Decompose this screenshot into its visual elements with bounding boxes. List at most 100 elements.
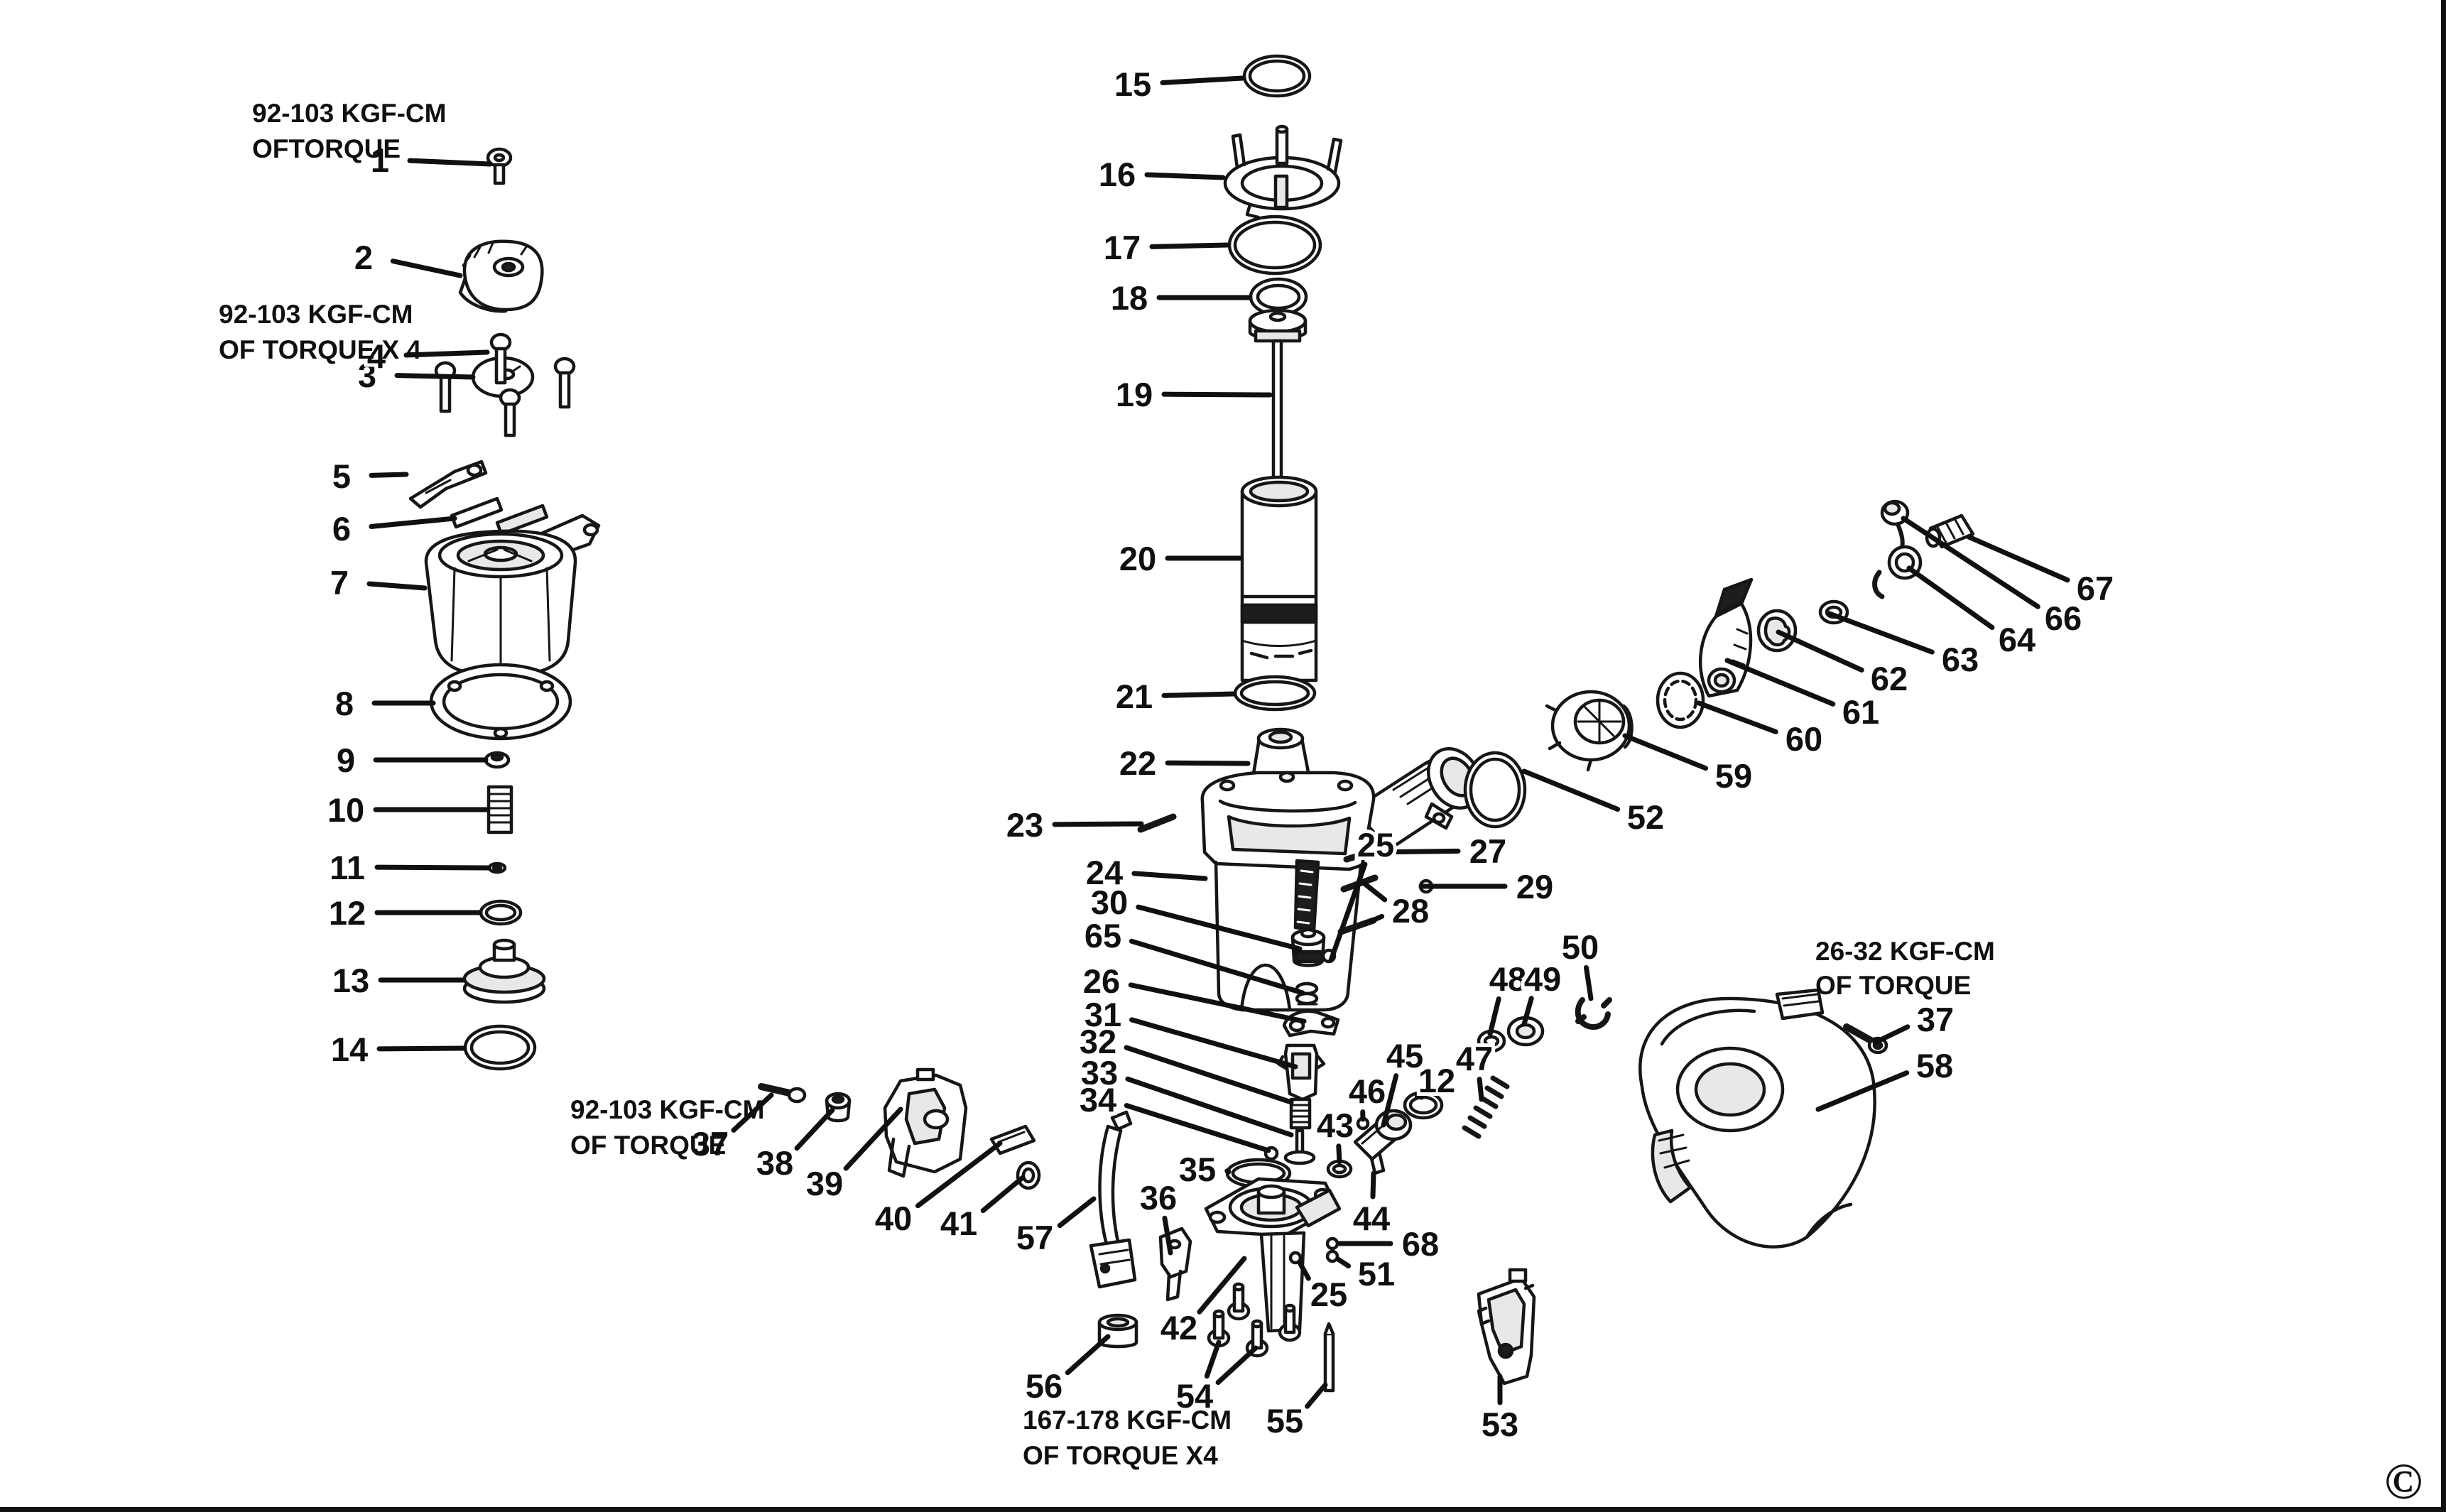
callout-5: 5 (332, 457, 351, 495)
torque-note-mid-left-line-2: OF TORQUE (570, 1131, 726, 1160)
callout-13: 13 (332, 962, 369, 999)
leader-line-57 (1057, 1196, 1097, 1229)
torque-note-bottom-line-1: 167-178 KGF-CM (1023, 1405, 1232, 1435)
callout-44: 44 (1353, 1200, 1390, 1237)
callout-10: 10 (327, 791, 364, 829)
part-40-clip (989, 1124, 1036, 1155)
leader-line-55 (1305, 1382, 1328, 1409)
torque-note-right-line-2: OF TORQUE (1815, 971, 1971, 1000)
callout-12: 12 (1418, 1062, 1455, 1099)
part-23-pin (1137, 813, 1177, 833)
callout-56: 56 (1026, 1367, 1062, 1405)
callout-25: 25 (1310, 1276, 1347, 1313)
callout-37: 37 (1917, 1001, 1954, 1038)
part-68-dot (1325, 1236, 1339, 1251)
torque-note-upper-left-line-1: 92-103 KGF-CM (219, 300, 413, 329)
leader-line-25 (1297, 1260, 1311, 1281)
torque-note-mid-left-line-1: 92-103 KGF-CM (570, 1095, 764, 1124)
leader-line-24 (1131, 871, 1208, 881)
callout-65: 65 (1085, 917, 1121, 954)
callout-16: 16 (1099, 156, 1136, 193)
leader-line-6 (369, 516, 457, 529)
part-36-lockout (1158, 1227, 1192, 1302)
callout-7: 7 (330, 564, 349, 602)
part-39-guide (883, 1067, 968, 1178)
part-45-plunger (1353, 1109, 1413, 1161)
part-51-dot (1325, 1249, 1339, 1263)
leader-line-64 (1906, 565, 1995, 631)
part-47-spring (1462, 1075, 1510, 1139)
leader-line-66 (1901, 516, 2040, 609)
callout-11: 11 (330, 849, 365, 886)
callout-50: 50 (1562, 928, 1599, 966)
callout-52: 52 (1627, 798, 1664, 836)
callout-60: 60 (1785, 720, 1822, 758)
leader-line-48 (1487, 996, 1501, 1037)
callout-41: 41 (940, 1204, 977, 1242)
leader-line-41 (980, 1175, 1026, 1214)
leader-line-30 (1136, 904, 1303, 952)
leader-line-39 (843, 1106, 903, 1171)
part-53-bracket (1477, 1268, 1536, 1386)
torque-note-upper-left-line-2: OF TORQUE X 4 (219, 335, 422, 364)
part-33-stem (1283, 1128, 1316, 1165)
callout-30: 30 (1091, 883, 1128, 921)
leader-line-54 (1215, 1345, 1259, 1386)
part-13-seal (462, 938, 546, 1004)
part-16-retainer (1223, 124, 1343, 219)
leader-line-62 (1776, 629, 1864, 673)
callout-15: 15 (1114, 65, 1151, 103)
callout-1: 1 (371, 141, 389, 179)
callout-39: 39 (806, 1165, 843, 1202)
callout-62: 62 (1871, 660, 1908, 697)
part-17-oring (1227, 214, 1322, 276)
part-37-screw-left (758, 1083, 807, 1104)
part-55-pin (1323, 1322, 1335, 1393)
part-59-cap (1545, 690, 1634, 772)
callout-46: 46 (1349, 1072, 1386, 1110)
part-48-washer (1477, 1029, 1506, 1053)
leader-line-45 (1381, 1073, 1399, 1128)
callout-66: 66 (2045, 599, 2082, 637)
leader-line-19 (1161, 391, 1273, 398)
copyright-symbol: © (2384, 1453, 2423, 1510)
callout-28: 28 (1392, 892, 1429, 930)
part-24-body (1200, 747, 1483, 1012)
leader-line-47 (1477, 1077, 1484, 1102)
part-42-nose (1204, 1177, 1342, 1333)
part-67-nipple (1925, 513, 1975, 549)
leader-line-54 (1204, 1339, 1222, 1379)
part-12-oring (479, 899, 523, 926)
leader-line-58 (1815, 1070, 1910, 1112)
leader-line-25 (1328, 861, 1368, 963)
torque-note-top-left-line-1: 92-103 KGF-CM (252, 99, 446, 128)
leader-line-15 (1160, 75, 1246, 85)
part-43-ring (1326, 1159, 1353, 1179)
leader-line-34 (1124, 1103, 1271, 1153)
callout-47: 47 (1456, 1040, 1493, 1077)
callout-37: 37 (692, 1125, 729, 1163)
part-20-cylinder (1240, 475, 1318, 682)
leader-line-5 (369, 472, 409, 478)
leader-line-40 (915, 1141, 1003, 1209)
part-8-gasket (429, 663, 572, 741)
leader-line-21 (1161, 691, 1237, 698)
part-57-contact-trip (1089, 1110, 1137, 1289)
callout-19: 19 (1116, 376, 1153, 413)
callout-59: 59 (1715, 757, 1752, 795)
callout-51: 51 (1358, 1255, 1395, 1293)
callout-42: 42 (1161, 1309, 1197, 1347)
leader-line-60 (1696, 700, 1778, 734)
leader-line-14 (376, 1045, 467, 1052)
part-41-washer (1016, 1160, 1041, 1190)
callout-2: 2 (354, 239, 373, 276)
callout-25: 25 (1357, 826, 1394, 864)
leader-line-36 (1162, 1215, 1173, 1256)
leader-line-32 (1124, 1045, 1294, 1105)
bottom-border (0, 1507, 2446, 1512)
part-7-housing (424, 529, 577, 678)
part-50-retaining-clip (1575, 997, 1612, 1030)
leader-line-33 (1125, 1076, 1294, 1138)
